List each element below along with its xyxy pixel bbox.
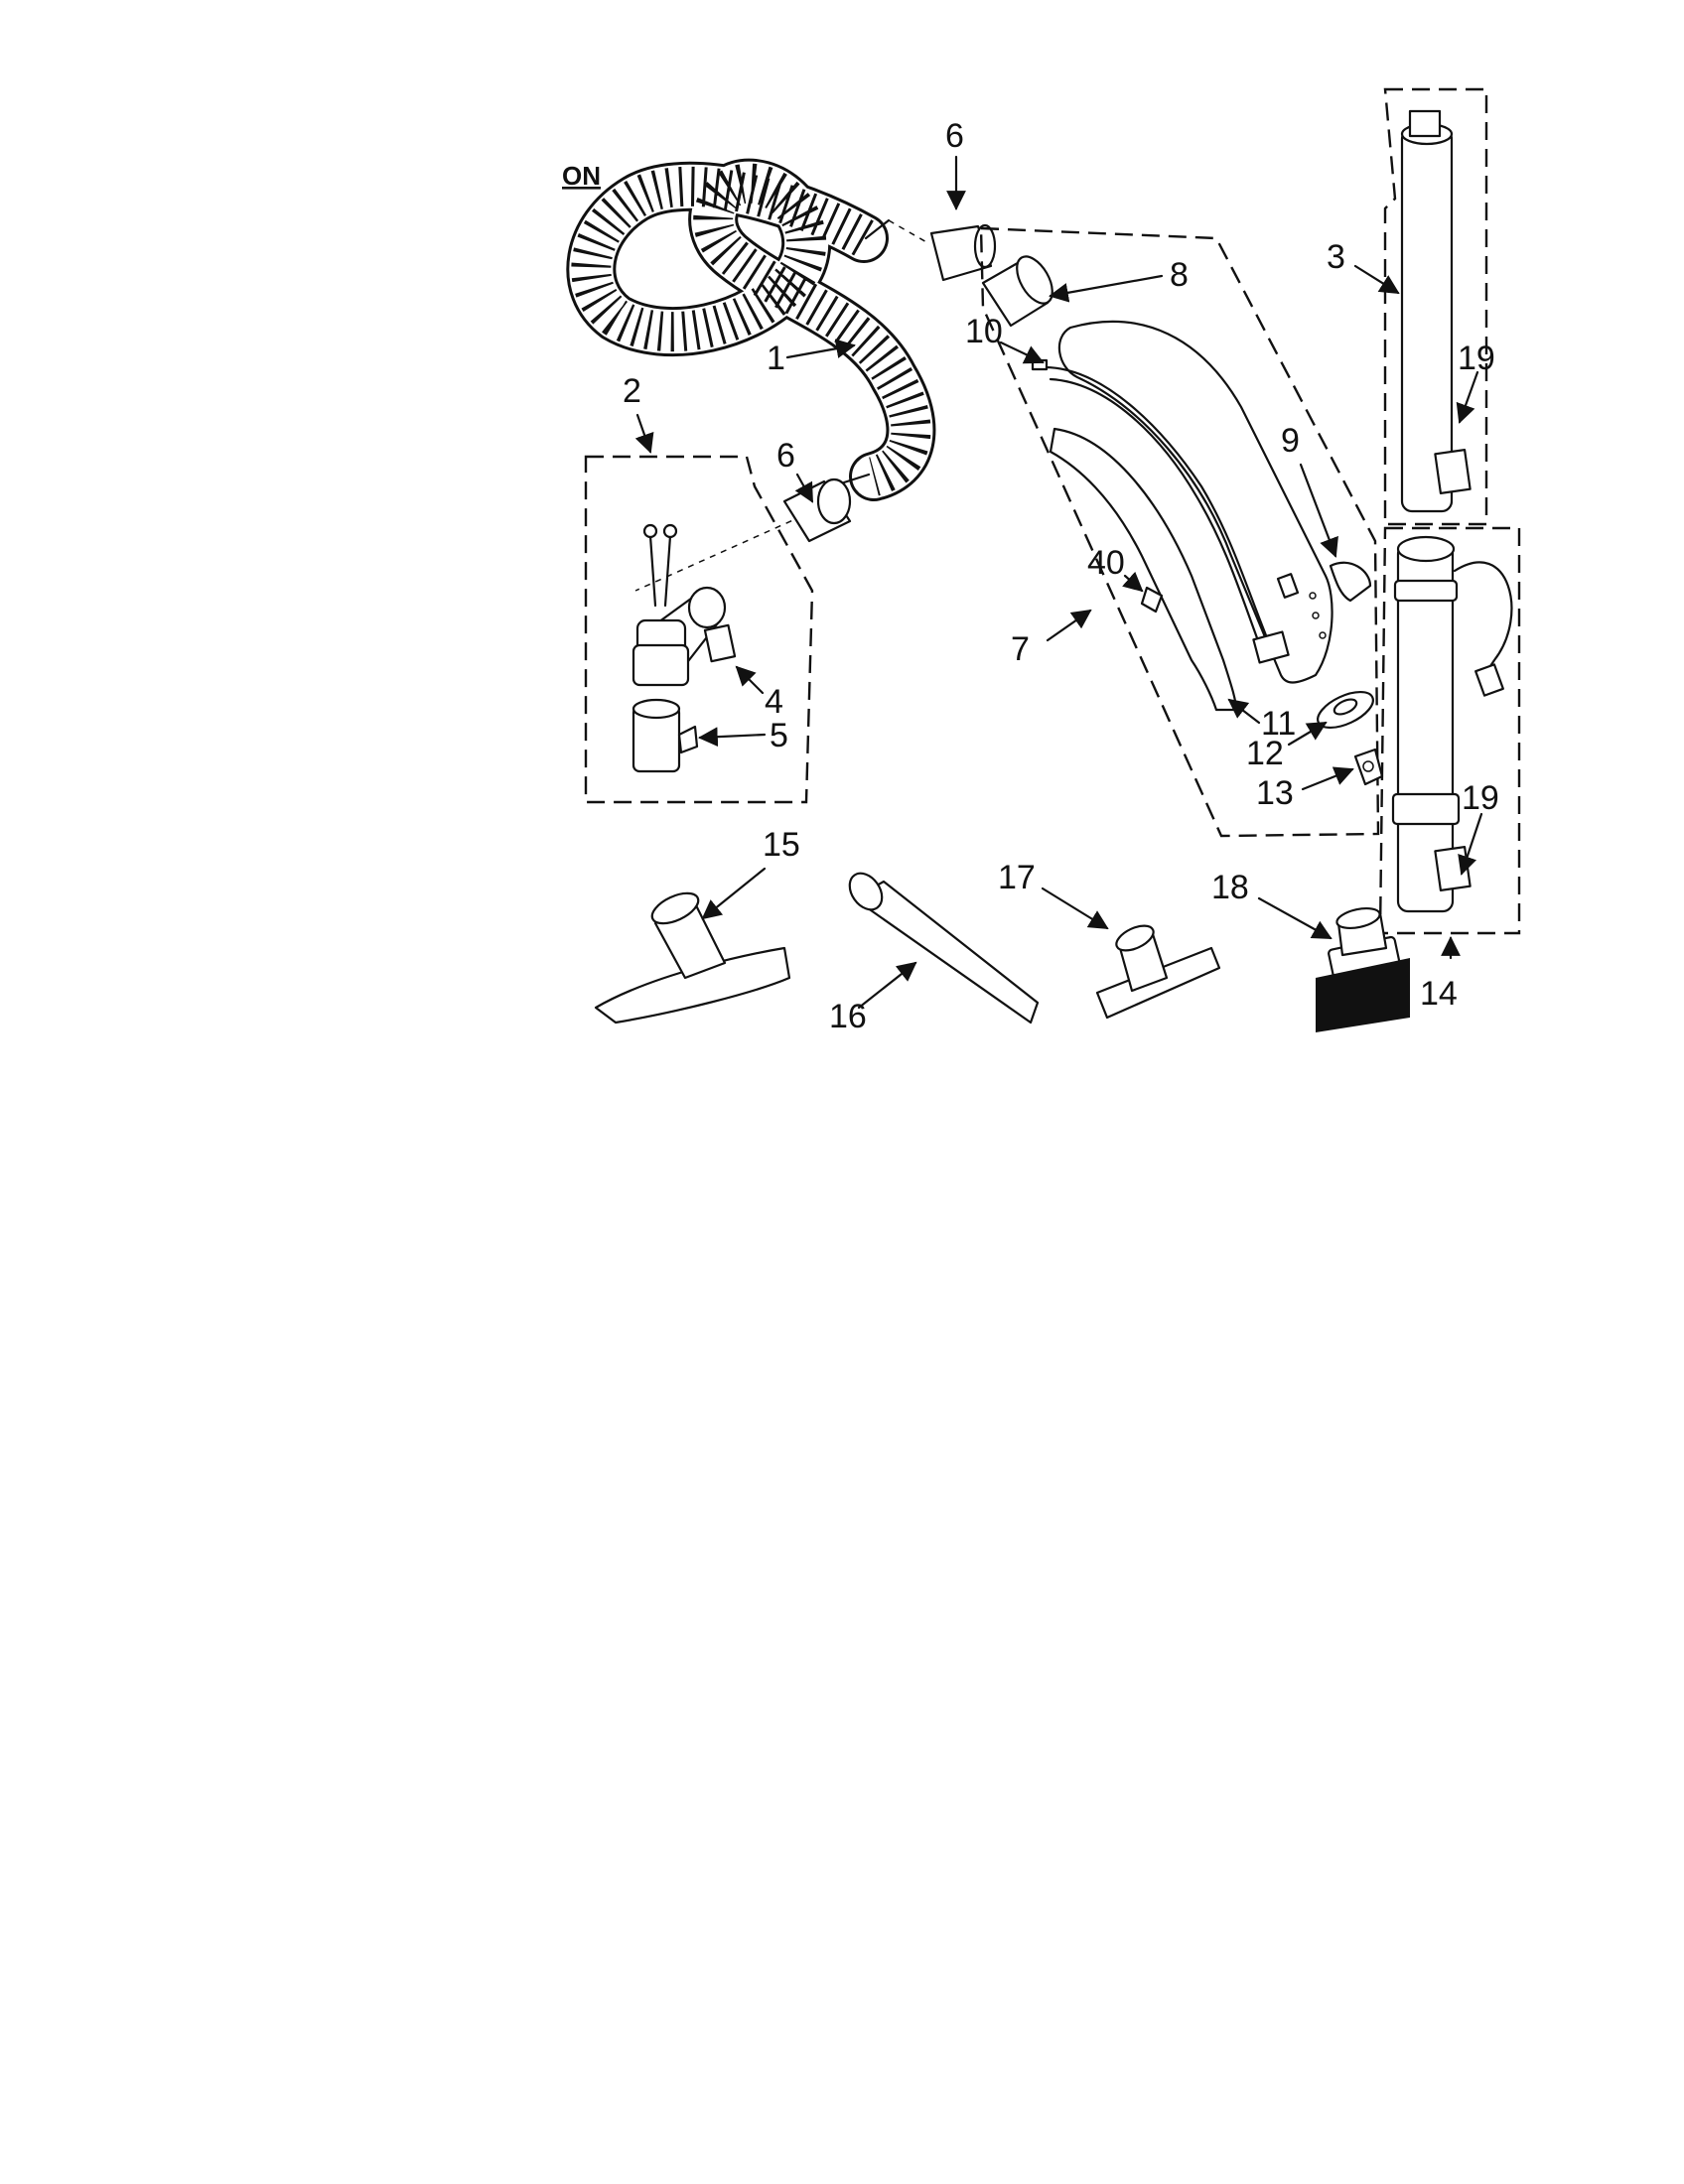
cuff-bottom — [782, 478, 852, 543]
cuff-top — [929, 223, 997, 282]
callout-label-19-bottom: 19 — [1462, 779, 1499, 817]
callout-label-9: 9 — [1281, 422, 1300, 460]
callout-label-18: 18 — [1211, 869, 1249, 906]
callout-label-6-top: 6 — [945, 117, 964, 155]
wand-upper — [1400, 109, 1472, 513]
wand-upper-shell — [1057, 320, 1333, 684]
callout-label-12: 12 — [1246, 735, 1284, 772]
callout-label-40: 40 — [1087, 544, 1125, 582]
crevice-tool — [848, 872, 1040, 1024]
callout-label-13: 13 — [1256, 774, 1294, 812]
wand-handle-box — [979, 226, 1380, 838]
corner-fragment-text: ON — [562, 161, 601, 191]
callout-arrows — [634, 155, 1483, 1010]
wand-cord-box — [1378, 526, 1521, 935]
hose-to-cuff-line — [888, 219, 929, 244]
callout-label-16: 16 — [829, 998, 867, 1035]
callout-label-11: 11 — [1261, 705, 1296, 743]
retainer-part — [1140, 586, 1164, 614]
callout-label-14: 14 — [1420, 975, 1458, 1013]
latch-part — [632, 698, 699, 773]
wand-box — [1383, 87, 1488, 526]
callout-label-5: 5 — [770, 717, 788, 754]
wand-connector — [981, 255, 1053, 328]
callout-label-19-top: 19 — [1458, 340, 1495, 377]
callout-label-2: 2 — [623, 372, 641, 410]
callout-label-6-bottom: 6 — [776, 437, 795, 475]
callout-labels: 1 2 3 4 5 6 6 7 8 9 10 11 12 13 14 15 16… — [623, 117, 1499, 1035]
upholstery-tool — [1095, 924, 1221, 1020]
callout-label-3: 3 — [1327, 238, 1345, 276]
callout-label-4: 4 — [765, 683, 783, 721]
callout-label-10: 10 — [965, 313, 1003, 350]
switch-cover — [1329, 561, 1372, 603]
callout-label-7: 7 — [1011, 630, 1030, 668]
wiring-harness — [1031, 358, 1290, 664]
wand-with-cord — [1391, 535, 1513, 913]
dusting-brush — [1316, 906, 1410, 1032]
floor-tool — [594, 891, 791, 1024]
handle-part — [632, 523, 727, 687]
handle-assembly-box — [584, 455, 814, 804]
callout-label-8: 8 — [1170, 256, 1189, 294]
callout-label-17: 17 — [998, 859, 1036, 896]
release-ring — [1317, 690, 1374, 730]
callout-label-1: 1 — [767, 340, 785, 377]
hose — [566, 158, 936, 501]
callout-label-15: 15 — [763, 826, 800, 864]
clip-part — [703, 623, 737, 663]
